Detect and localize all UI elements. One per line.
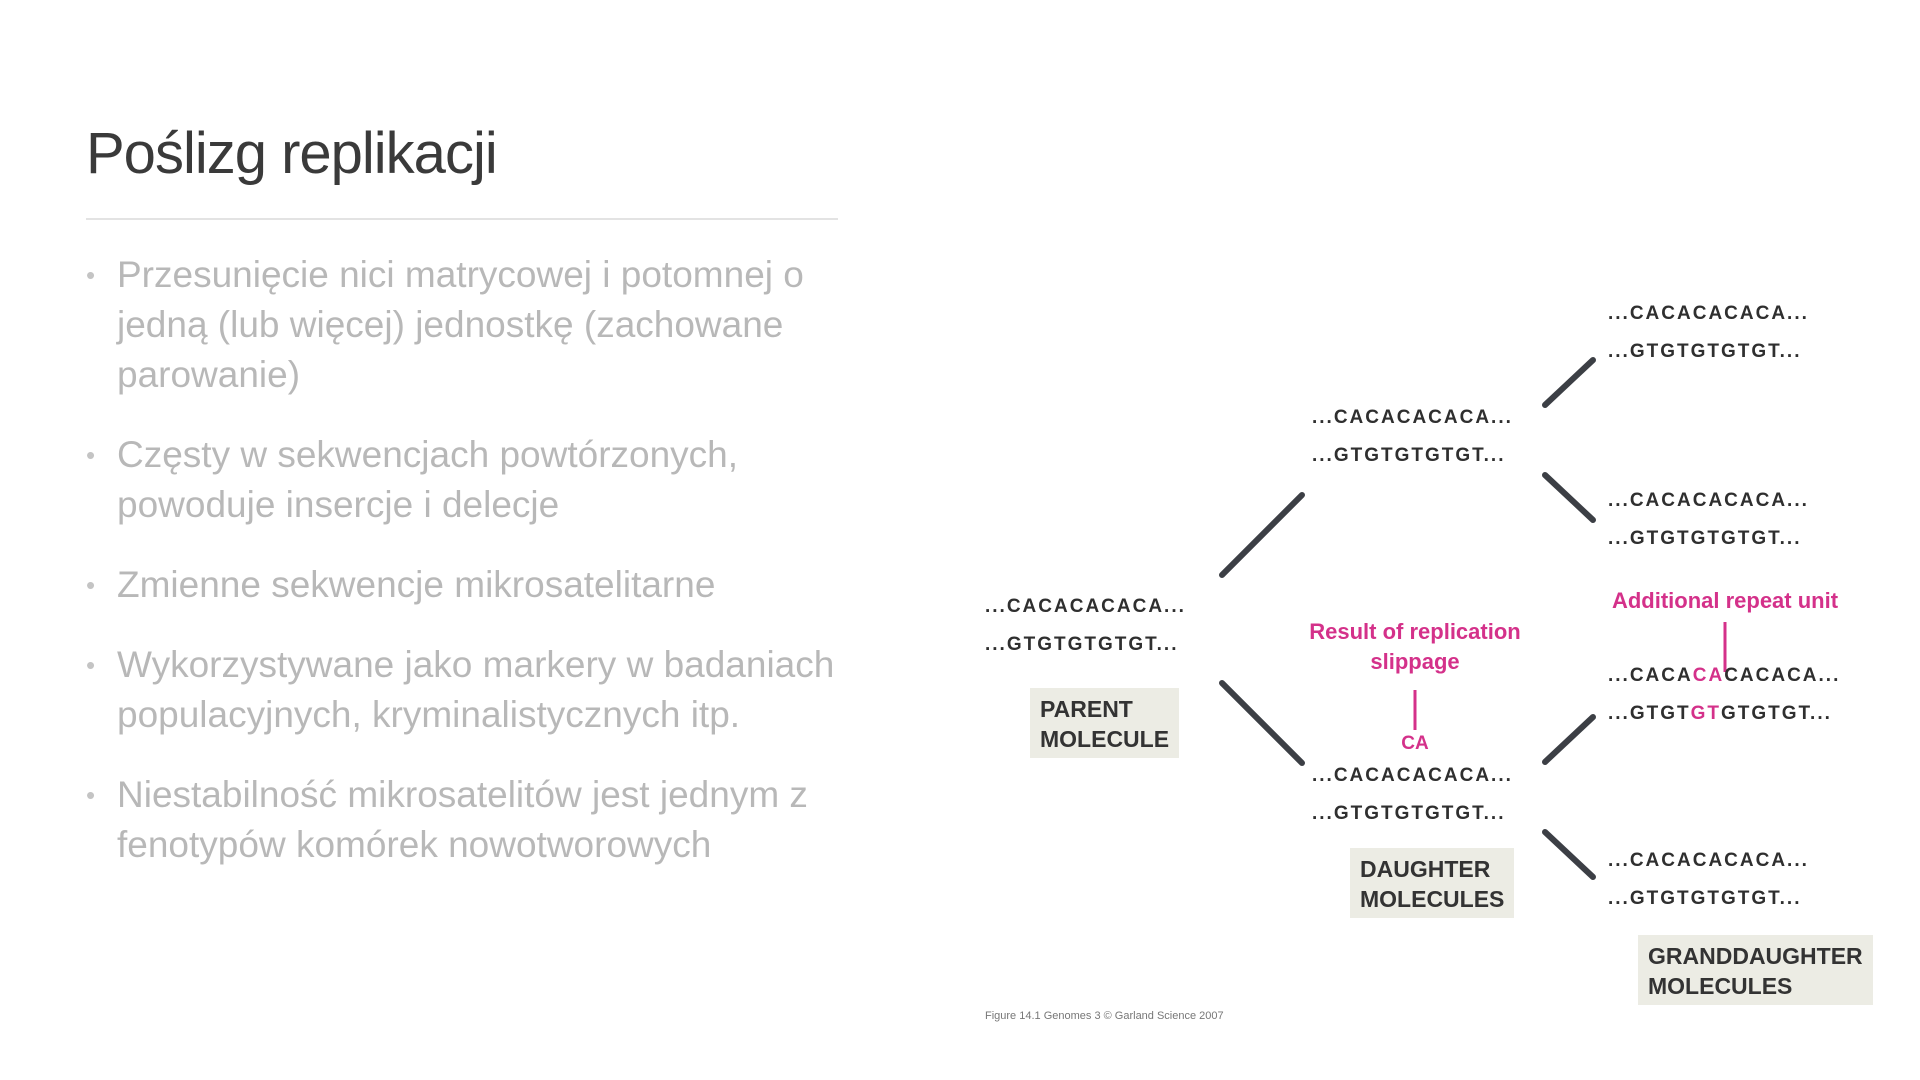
grand3-top-b: CACACA... (1724, 665, 1841, 686)
parent-molecule-label: PARENT MOLECULE (1030, 688, 1180, 758)
grand1-strand-bottom: ...GTGTGTGTGT... (1608, 341, 1802, 362)
daughter-bottom-strand-bottom: ...GTGTGTGTGT... (1312, 803, 1506, 824)
bullet-text: Częsty w sekwencjach powtórzonych, powod… (117, 434, 739, 525)
arrow-daughter-bottom-to-grand4 (1542, 829, 1596, 880)
slide-title: Poślizg replikacji (86, 121, 498, 186)
parent-strand-top: ...CACACACACA... (985, 596, 1186, 617)
bullet-icon: • (86, 440, 96, 470)
bullet-item: • Wykorzystywane jako markery w badaniach… (86, 640, 856, 740)
bullet-item: • Przesunięcie nici matrycowej i potomnej… (86, 250, 856, 400)
grand2-strand-bottom: ...GTGTGTGTGT... (1608, 528, 1802, 549)
grand3-strand-top: ...CACACACACACA... (1608, 665, 1840, 687)
additional-repeat-annotation: Additional repeat unit (1611, 588, 1839, 613)
parent-strand-bottom: ...GTGTGTGTGT... (985, 634, 1179, 655)
bullet-icon: • (86, 570, 96, 600)
arrow-daughter-bottom-to-grand3 (1542, 714, 1596, 765)
title-divider (86, 218, 838, 220)
figure-caption: Figure 14.1 Genomes 3 © Garland Science … (985, 1010, 1224, 1022)
bullet-text: Wykorzystywane jako markery w badaniach … (117, 644, 835, 735)
bullet-icon: • (86, 780, 96, 810)
bullet-icon: • (86, 260, 96, 290)
arrow-daughter-top-to-grand1 (1542, 357, 1596, 408)
grand3-bottom-a: ...GTGT (1608, 703, 1691, 724)
grand3-top-inserted: CA (1692, 665, 1725, 686)
bullet-icon: • (86, 650, 96, 680)
bullet-text: Przesunięcie nici matrycowej i potomnej … (117, 254, 804, 395)
bullet-text: Zmienne sekwencje mikrosatelitarne (117, 564, 716, 605)
bullet-item: • Zmienne sekwencje mikrosatelitarne (86, 560, 856, 610)
bullet-list: • Przesunięcie nici matrycowej i potomnej… (86, 250, 856, 900)
arrow-parent-to-daughter-top (1219, 492, 1305, 578)
grand1-strand-top: ...CACACACACA... (1608, 303, 1809, 324)
grand3-top-a: ...CACA (1608, 665, 1693, 686)
grand4-strand-top: ...CACACACACA... (1608, 850, 1809, 871)
daughter-top-strand-bottom: ...GTGTGTGTGT... (1312, 445, 1506, 466)
daughter-bottom-strand-top: ...CACACACACA... (1312, 765, 1513, 786)
bullet-text: Niestabilność mikrosatelitów jest jednym… (117, 774, 808, 865)
granddaughter-molecules-label: GRANDDAUGHTER MOLECULES (1638, 935, 1873, 1005)
arrow-parent-to-daughter-bottom (1219, 680, 1305, 766)
slippage-annotation: Result of replication slippage (1309, 619, 1521, 674)
grand3-bottom-b: GTGTGT... (1721, 703, 1832, 724)
grand4-strand-bottom: ...GTGTGTGTGT... (1608, 888, 1802, 909)
arrow-daughter-top-to-grand2 (1542, 472, 1596, 523)
daughter-molecules-label: DAUGHTER MOLECULES (1350, 848, 1515, 918)
grand3-bottom-inserted: GT (1690, 703, 1721, 724)
grand2-strand-top: ...CACACACACA... (1608, 490, 1809, 511)
grand3-strand-bottom: ...GTGTGTGTGTGT... (1608, 703, 1832, 725)
slipped-bases: CA (1401, 733, 1429, 754)
daughter-top-strand-top: ...CACACACACA... (1312, 407, 1513, 428)
bullet-item: • Niestabilność mikrosatelitów jest jedny… (86, 770, 856, 870)
bullet-item: • Częsty w sekwencjach powtórzonych, powo… (86, 430, 856, 530)
